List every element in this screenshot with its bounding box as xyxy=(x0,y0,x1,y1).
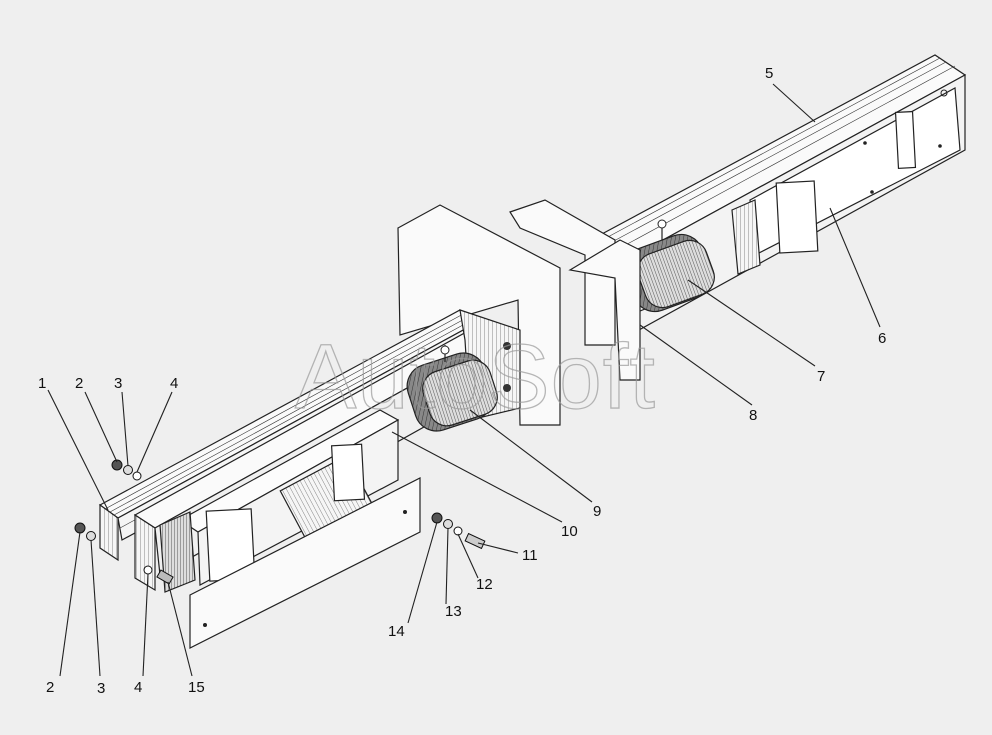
fasteners-right xyxy=(431,512,486,550)
callout-label: 9 xyxy=(593,503,601,520)
callout-label: 12 xyxy=(476,576,493,593)
right-lamp-part-7 xyxy=(624,219,715,313)
callout-label: 14 xyxy=(388,623,405,640)
fasteners-upper-left xyxy=(111,459,142,481)
callout-label: 6 xyxy=(878,330,886,347)
leader-lines xyxy=(47,83,881,677)
callout-label: 3 xyxy=(114,375,122,392)
callout-label: 4 xyxy=(170,375,178,392)
callout-label: 2 xyxy=(75,375,83,392)
callout-label: 4 xyxy=(134,679,142,696)
left-lamp-housing-part-10 xyxy=(159,409,400,593)
callout-label: 1 xyxy=(38,375,46,392)
callout-label: 13 xyxy=(445,603,462,620)
bottom-plate xyxy=(189,477,421,649)
callout-label: 11 xyxy=(522,547,538,564)
callout-label: 7 xyxy=(817,368,825,385)
callout-labels: 1 2 3 4 2 3 4 15 5 6 7 8 9 10 11 12 13 1… xyxy=(38,65,886,697)
callout-label: 5 xyxy=(765,65,773,82)
right-beam-part-5 xyxy=(598,54,967,337)
callout-label: 10 xyxy=(561,523,578,540)
callout-label: 15 xyxy=(188,679,205,696)
watermark-text: AutoSoft xyxy=(295,326,656,428)
callout-label: 2 xyxy=(46,679,54,696)
callout-label: 8 xyxy=(749,407,757,424)
callout-label: 3 xyxy=(97,680,105,697)
